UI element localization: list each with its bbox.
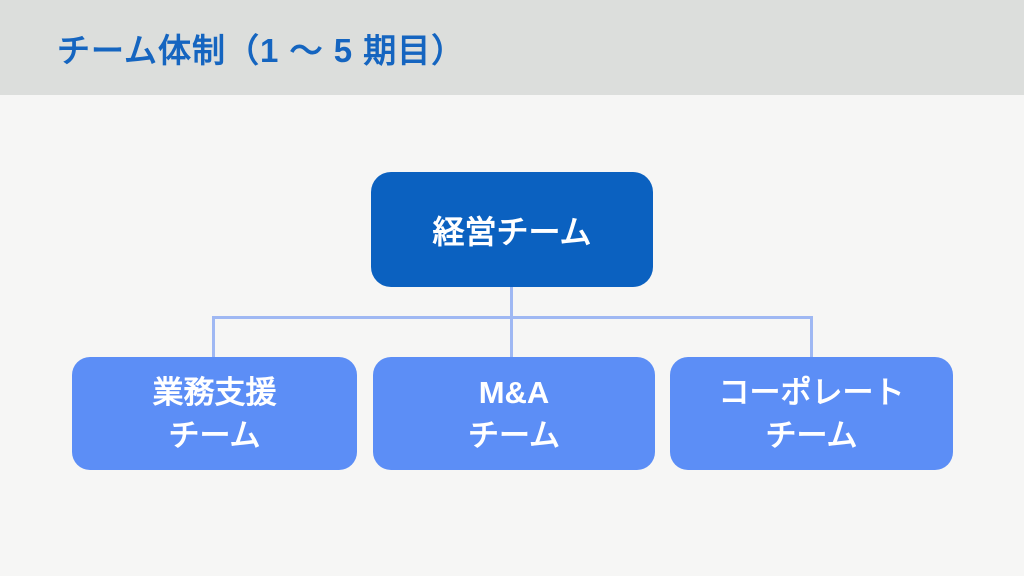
page-title: チーム体制（1 ～ 5 期目） bbox=[57, 31, 466, 69]
slide-header: チーム体制（1 ～ 5 期目） bbox=[0, 0, 1024, 95]
org-box-ma-label-line1: M&A bbox=[478, 374, 550, 410]
connector-middle-drop bbox=[510, 316, 513, 357]
connector-left-drop bbox=[212, 316, 215, 357]
connector-right-drop bbox=[810, 316, 813, 357]
org-box-business-support-label-line2: チーム bbox=[168, 417, 261, 453]
org-box-corporate: コーポレート チーム bbox=[670, 357, 953, 470]
org-box-ma-label-line2: チーム bbox=[467, 417, 561, 453]
org-box-corporate-label-line1: コーポレート bbox=[718, 374, 905, 410]
org-box-corporate-label-line2: チーム bbox=[765, 417, 858, 453]
org-box-ma: M&A チーム bbox=[373, 357, 655, 470]
org-chart: 経営チーム 業務支援 チーム M&A チーム コーポレート チーム bbox=[0, 95, 1024, 576]
org-box-management-label: 経営チーム bbox=[432, 213, 592, 250]
org-box-management: 経営チーム bbox=[371, 172, 653, 287]
org-box-business-support: 業務支援 チーム bbox=[72, 357, 357, 470]
org-box-business-support-label-line1: 業務支援 bbox=[152, 374, 277, 410]
connector-root-vertical bbox=[510, 286, 513, 317]
